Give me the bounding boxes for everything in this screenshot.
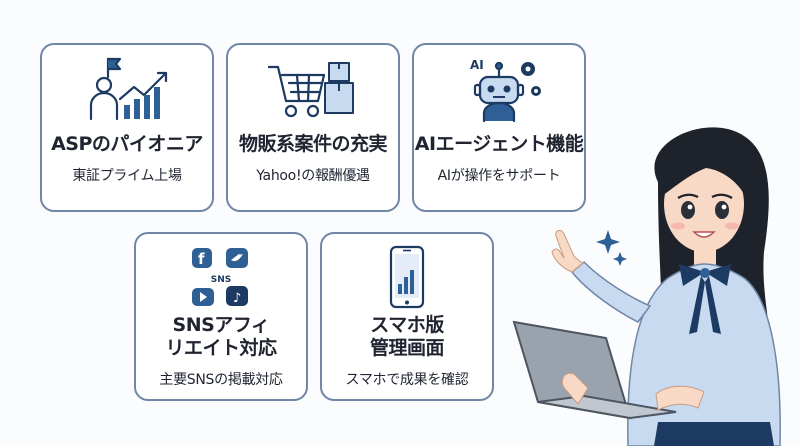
laptop-base: [537, 394, 677, 420]
card-title: SNSアフィ リエイト対応: [165, 314, 277, 359]
card-subtitle: 東証プライム上場: [72, 167, 182, 184]
ai-label: AI: [470, 58, 484, 72]
woman-with-laptop-illustration: [512, 127, 781, 446]
card-title: ASPのパイオニア: [51, 133, 203, 155]
sparkle-icon: [596, 230, 620, 254]
card-title: スマホ版 管理画面: [369, 314, 445, 359]
feature-card-smartphone: スマホ版 管理画面 スマホで成果を確認: [320, 232, 494, 401]
feature-card-asp-pioneer: ASPのパイオニア 東証プライム上場: [40, 43, 214, 212]
card-subtitle: AIが操作をサポート: [437, 167, 561, 184]
card-subtitle: 主要SNSの掲載対応: [159, 371, 283, 388]
growth-chart-icon: [89, 57, 168, 121]
sns-icons: f SNS ♪: [192, 248, 248, 306]
feature-card-sns: f SNS ♪ SNSアフィ リエイト対応 主要SNSの掲載対応: [134, 232, 308, 401]
card-title: AIエージェント機能: [414, 133, 584, 155]
card-subtitle: Yahoo!の報酬優遇: [256, 167, 370, 184]
shopping-cart-icon: [267, 62, 354, 118]
card-subtitle: スマホで成果を確認: [345, 371, 469, 388]
feature-card-products: 物販系案件の充実 Yahoo!の報酬優遇: [226, 43, 400, 212]
smartphone-chart-icon: [389, 245, 425, 309]
svg-text:f: f: [198, 250, 205, 268]
robot-icon: AI: [470, 58, 541, 123]
feature-card-ai-agent: AI AIエージェント機能 AIが操作をサポート: [412, 43, 586, 212]
svg-text:♪: ♪: [233, 291, 241, 306]
card-title: 物販系案件の充実: [238, 133, 388, 155]
sparkle-icon: [613, 252, 627, 266]
sns-label: SNS: [211, 275, 232, 285]
